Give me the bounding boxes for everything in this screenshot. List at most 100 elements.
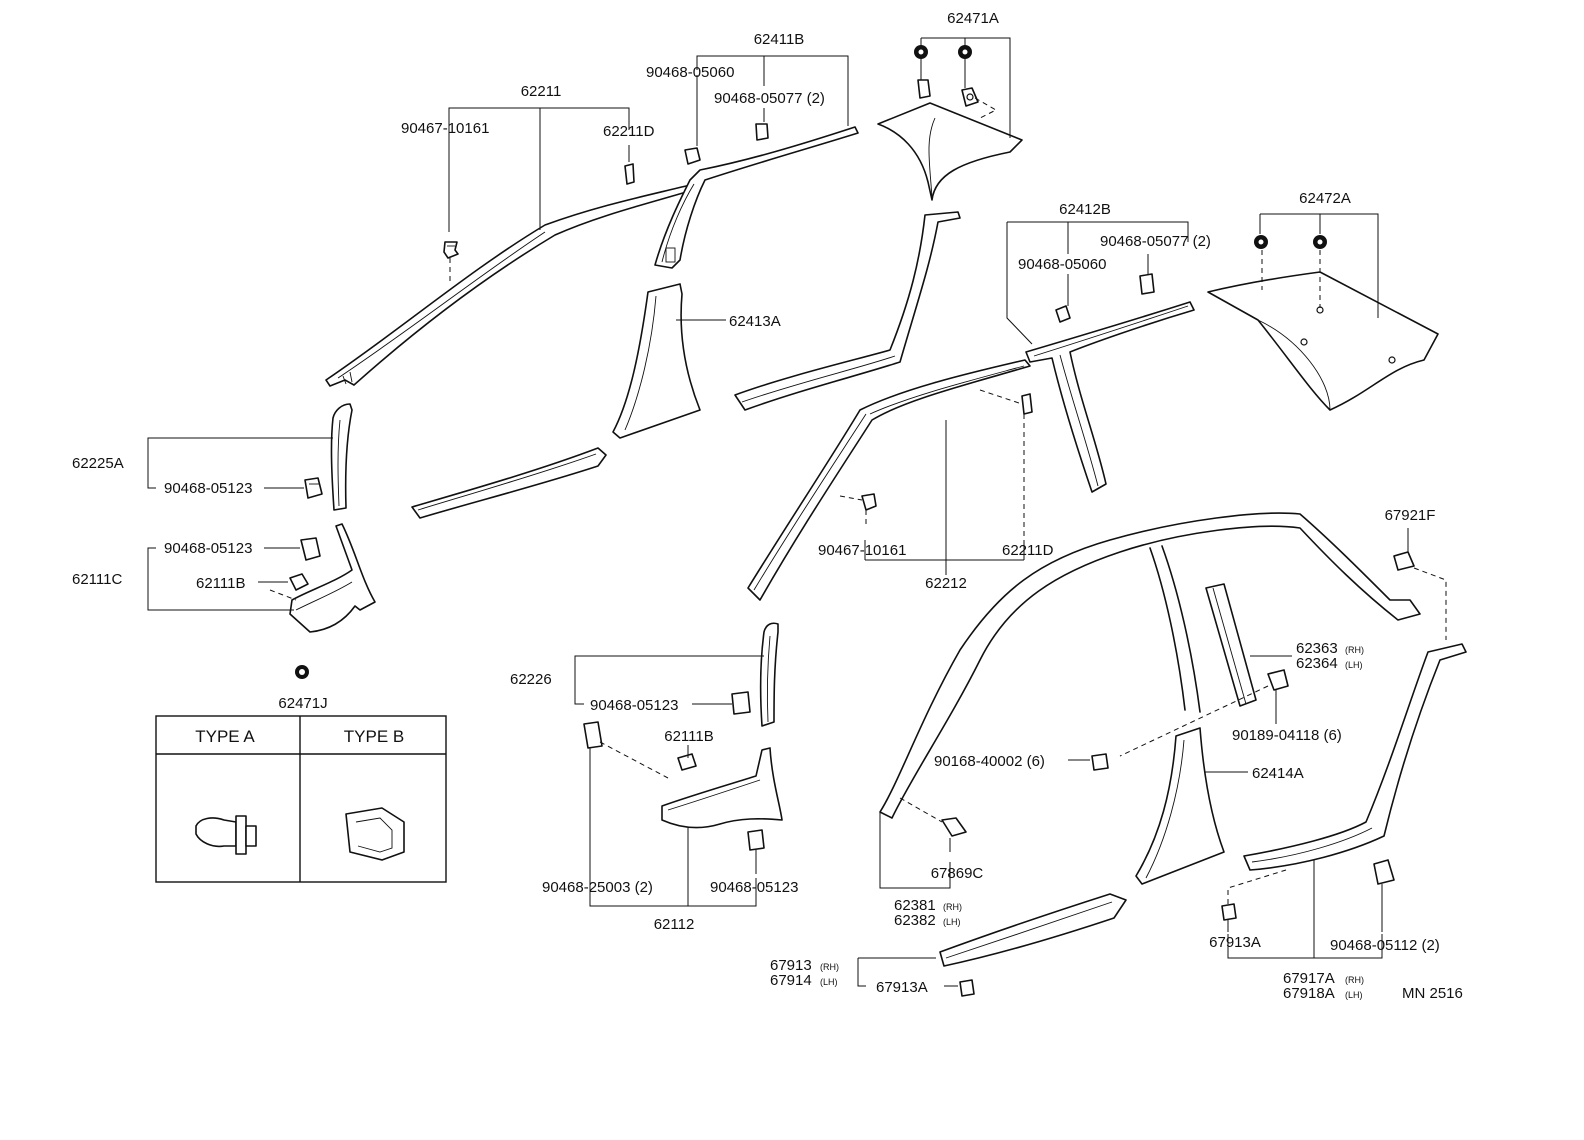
cowl-side-trim-62111C [289, 523, 376, 633]
diagram-code: MN 2516 [1402, 985, 1463, 1002]
label-90468-05060-a: 90468-05060 [646, 64, 734, 81]
label-90468-05123-b: 90468-05123 [164, 540, 252, 557]
label-62413A: 62413A [729, 313, 781, 330]
label-62364-side: (LH) [1345, 660, 1363, 670]
label-62414A: 62414A [1252, 765, 1304, 782]
label-62412B: 62412B [1059, 201, 1111, 218]
center-pillar-weatherstrip-62363 [1205, 583, 1257, 707]
label-62363: 62363 [1296, 640, 1338, 657]
label-62411B: 62411B [754, 31, 805, 48]
center-pillar-lower-garnish-62414A [1135, 727, 1225, 885]
label-90468-05123-a: 90468-05123 [164, 480, 252, 497]
center-pillar-garnish-62411B [654, 126, 859, 269]
callout-markers [914, 45, 1327, 249]
label-62211: 62211 [521, 83, 562, 100]
legend-type-a-header: TYPE A [195, 727, 255, 746]
clip-90468-25003-icon [583, 721, 603, 749]
clip-67869C-icon [941, 817, 967, 837]
front-pillar-lower-garnish-62225A [330, 403, 353, 511]
clip-67913A-b-icon [959, 979, 975, 997]
clip-67913A-a-icon [1221, 903, 1237, 921]
label-62363-side: (RH) [1345, 645, 1364, 655]
label-62226: 62226 [510, 671, 552, 688]
door-opening-trim-weatherstrip [879, 512, 1421, 819]
label-90468-05112: 90468-05112 (2) [1330, 937, 1440, 954]
label-62471J: 62471J [278, 695, 327, 712]
marker-62472A-left-icon [1254, 235, 1268, 249]
label-62364: 62364 [1296, 655, 1338, 672]
label-67913-side: (RH) [820, 962, 839, 972]
clip-62111B-a-icon [289, 573, 309, 591]
label-62111B-b: 62111B [664, 728, 714, 745]
label-67917A-group: 67917A (RH) 67918A (LH) [1283, 970, 1364, 1002]
label-67869C: 67869C [931, 865, 984, 882]
label-90468-05123-c: 90468-05123 [590, 697, 678, 714]
clip-67921F-icon [1393, 551, 1415, 571]
clip-90468-05077-lower-icon [1139, 273, 1155, 295]
label-67914: 67914 [770, 972, 812, 989]
leader-lines [147, 37, 1447, 987]
type-a-push-clip-icon [195, 815, 257, 855]
screw-90168-40002-icon [1091, 753, 1109, 771]
clip-90468-05112-icon [1373, 859, 1395, 885]
scuff-plate-67913 [939, 893, 1127, 967]
roof-side-garnish-62471A [877, 102, 1023, 201]
center-pillar-lower-garnish-62413A [612, 283, 701, 439]
clip-62211D-lower-icon [1021, 393, 1033, 415]
label-67913-group: 67913 (RH) 67914 (LH) [770, 957, 839, 989]
grommet-62471A-left-icon [917, 79, 931, 99]
label-67913A-a: 67913A [1209, 934, 1261, 951]
label-90468-05077-b: 90468-05077 (2) [1100, 233, 1211, 250]
label-62111C: 62111C [72, 571, 122, 588]
label-90168-40002: 90168-40002 (6) [934, 753, 1045, 770]
clip-62211D-upper-icon [624, 163, 635, 185]
fastener-type-legend: TYPE A TYPE B [155, 715, 447, 883]
label-90468-05060-b: 90468-05060 [1018, 256, 1106, 273]
label-67917A: 67917A [1283, 970, 1335, 987]
label-62382: 62382 [894, 912, 936, 929]
label-90468-25003: 90468-25003 (2) [542, 879, 653, 896]
clip-90468-05060-lower-icon [1055, 305, 1071, 323]
label-67918A-side: (LH) [1345, 990, 1363, 1000]
marker-62471A-left-icon [914, 45, 928, 59]
rear-pillar-garnish-62412B [1025, 301, 1195, 493]
clip-90467-10161-lower-icon [861, 493, 877, 511]
clip-90189-04118-icon [1267, 669, 1289, 691]
label-62211D-b: 62211D [1002, 542, 1054, 559]
label-90468-05077-a: 90468-05077 (2) [714, 90, 825, 107]
clip-62111B-b-icon [677, 753, 697, 771]
label-67921F: 67921F [1385, 507, 1436, 524]
cowl-side-trim-62112 [661, 747, 783, 829]
label-62381-side: (RH) [943, 902, 962, 912]
label-90467-10161-a: 90467-10161 [401, 120, 489, 137]
label-67918A: 67918A [1283, 985, 1335, 1002]
rear-door-opening-trim-67917A [1243, 643, 1467, 871]
label-62471A: 62471A [947, 10, 999, 27]
label-62382-side: (LH) [943, 917, 961, 927]
label-67917A-side: (RH) [1345, 975, 1364, 985]
label-62211D-a: 62211D [603, 123, 655, 140]
label-90467-10161-b: 90467-10161 [818, 542, 906, 559]
clip-90468-05123-d-icon [747, 829, 765, 851]
label-67913A-b: 67913A [876, 979, 928, 996]
clip-90468-05123-c-icon [731, 691, 751, 715]
marker-62471A-right-icon [958, 45, 972, 59]
label-62472A: 62472A [1299, 190, 1351, 207]
label-67914-side: (LH) [820, 977, 838, 987]
type-b-clip-nut-icon [345, 807, 405, 861]
quarter-trim-panel [734, 211, 961, 411]
roof-side-rear-garnish-62472A [1207, 271, 1439, 411]
clip-90468-05077-upper-icon [755, 123, 769, 141]
front-scuff-plate [411, 447, 607, 519]
clip-90468-05060-upper-icon [684, 147, 701, 165]
clip-90467-10161-upper-icon [443, 241, 459, 259]
label-62381: 62381 [894, 897, 936, 914]
label-67913: 67913 [770, 957, 812, 974]
label-90189-04118: 90189-04118 (6) [1232, 727, 1342, 744]
legend-type-b-header: TYPE B [344, 727, 404, 746]
label-62225A: 62225A [72, 455, 124, 472]
clip-90468-05123-b-icon [300, 537, 321, 561]
label-62363-group: 62363 (RH) 62364 (LH) [1296, 640, 1364, 672]
label-62112: 62112 [654, 916, 695, 933]
